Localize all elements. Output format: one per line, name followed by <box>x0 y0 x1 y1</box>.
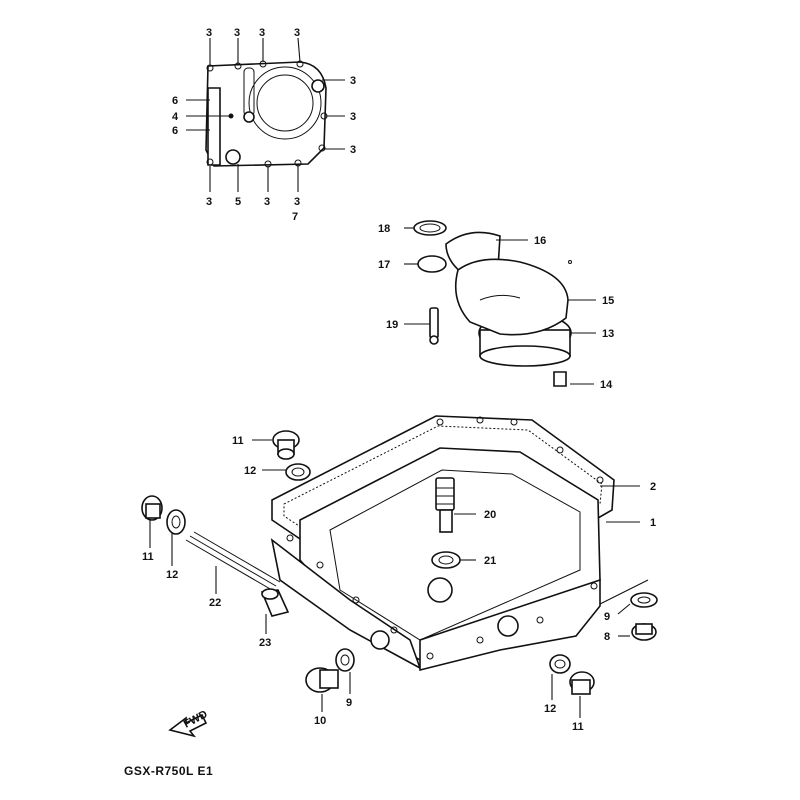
callout-label: 13 <box>602 328 614 340</box>
callout-label: 19 <box>386 319 398 331</box>
spring-22 <box>185 531 281 594</box>
callout-label: 3 <box>350 75 356 87</box>
plug-11b <box>141 495 163 548</box>
callout-label: 3 <box>264 196 270 208</box>
model-code-label: GSX-R750L E1 <box>124 764 214 778</box>
pan-bolt-holes <box>286 416 604 660</box>
callout-label: 3 <box>294 196 300 208</box>
callout-label: 3 <box>206 196 212 208</box>
plug-11c <box>569 671 595 718</box>
washer-12c <box>549 654 571 700</box>
callout-label: 2 <box>650 481 656 493</box>
callout-label: 18 <box>378 223 390 235</box>
callout-label: 15 <box>602 295 614 307</box>
callout-label: 12 <box>544 703 556 715</box>
callout-label: 5 <box>235 196 241 208</box>
callout-label: 3 <box>234 27 240 39</box>
callout-label: 6 <box>172 95 178 107</box>
callout-label: 12 <box>244 465 256 477</box>
callout-label: 11 <box>142 551 154 563</box>
callout-label: 17 <box>378 259 390 271</box>
callout-label: 9 <box>346 697 352 709</box>
washer-12b <box>166 509 186 566</box>
callout-label: 12 <box>166 569 178 581</box>
callout-label: 4 <box>172 111 179 123</box>
callout-label: 3 <box>206 27 212 39</box>
cover-bolt-holes <box>206 60 328 168</box>
washer-12a <box>262 463 311 481</box>
callout-label: 16 <box>534 235 546 247</box>
callout-label: 9 <box>604 611 610 623</box>
callout-label: 8 <box>604 631 610 643</box>
callout-label: 10 <box>314 715 326 727</box>
callout-label: 3 <box>350 111 356 123</box>
callout-label: 3 <box>259 27 265 39</box>
oil-pan <box>270 415 640 672</box>
washer-9a <box>599 579 658 615</box>
callout-label: 3 <box>294 27 300 39</box>
callout-label: 21 <box>484 555 496 567</box>
callout-label: 7 <box>292 211 298 223</box>
callout-label: 14 <box>600 379 613 391</box>
callout-label: 3 <box>350 144 356 156</box>
oil-filter-assembly <box>404 220 596 387</box>
callout-label: 1 <box>650 517 656 529</box>
callout-label: 11 <box>572 721 584 733</box>
drain-plug-11a <box>252 430 300 460</box>
callout-labels: 3 3 3 3 3 3 3 6 4 6 3 5 3 3 7 18 16 17 1… <box>142 27 656 733</box>
valve-23 <box>260 588 290 634</box>
washer-9b <box>335 648 355 694</box>
fwd-direction-arrow: FWD <box>168 708 210 738</box>
callout-label: 11 <box>232 435 244 447</box>
cover-assembly <box>186 37 345 192</box>
plug-8 <box>618 623 657 641</box>
drain-bolt-10 <box>305 667 339 712</box>
callout-label: 23 <box>259 637 271 649</box>
callout-label: 6 <box>172 125 178 137</box>
callout-label: 20 <box>484 509 496 521</box>
callout-label: 22 <box>209 597 221 609</box>
